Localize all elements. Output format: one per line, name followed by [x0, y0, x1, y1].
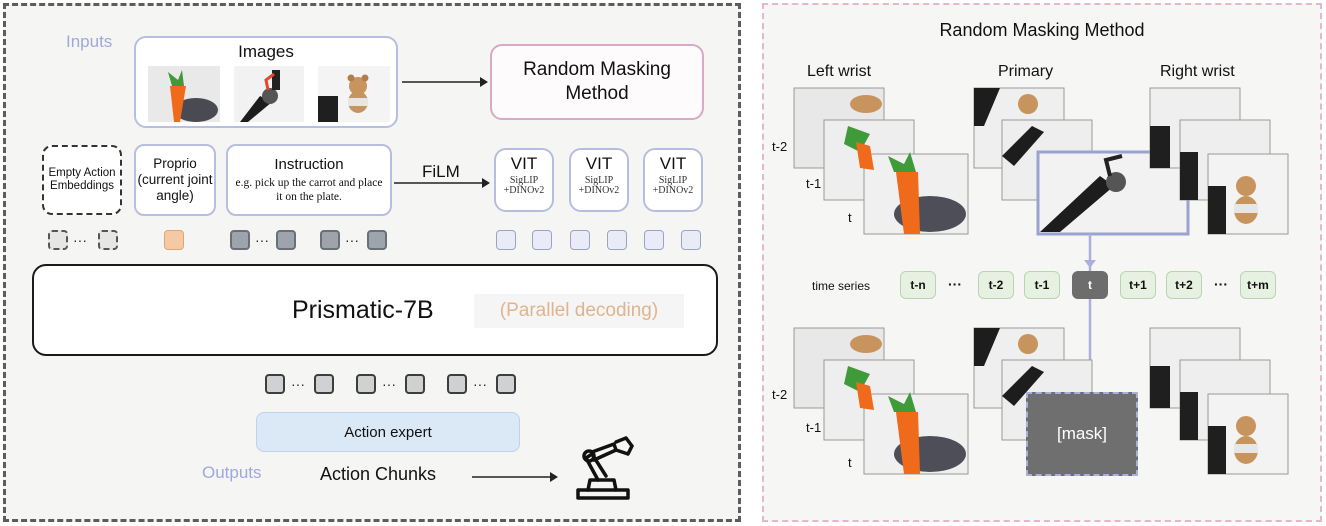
vit-title: VIT — [585, 154, 613, 173]
time-label-t-1: t-1 — [806, 420, 822, 435]
upper-frame-stack — [793, 87, 1289, 236]
instruction-example: e.g. pick up the carrot and place it on … — [235, 177, 383, 203]
outputs-label: Outputs — [202, 463, 262, 482]
vision-token — [681, 230, 701, 250]
film-arrow — [394, 178, 490, 188]
vit-subtitle: SigLIP +DINOv2 — [578, 175, 620, 196]
vision-token — [644, 230, 664, 250]
instruction-token — [320, 230, 340, 250]
prismatic-model-box: Prismatic-7B (Parallel decoding) — [32, 264, 718, 356]
proprio-token — [164, 230, 184, 250]
time-step: t-1 — [1024, 271, 1060, 299]
robot-arm-icon — [576, 436, 634, 500]
input-image-thumbnails — [148, 66, 390, 122]
random-masking-box: Random Masking Method — [490, 44, 704, 120]
mask-block: [mask] — [1026, 392, 1138, 476]
empty-action-token — [48, 230, 68, 250]
vit-block-1: VIT SigLIP +DINOv2 — [494, 148, 554, 212]
time-label-t: t — [848, 455, 852, 470]
time-step-ellipsis: ··· — [948, 276, 962, 292]
vision-token — [570, 230, 590, 250]
time-step: t+m — [1240, 271, 1276, 299]
inputs-label: Inputs — [66, 32, 113, 51]
action-chunks-label: Action Chunks — [320, 464, 437, 484]
output-token — [314, 374, 334, 394]
time-step: t+2 — [1166, 271, 1202, 299]
empty-action-token — [98, 230, 118, 250]
output-token — [265, 374, 285, 394]
empty-action-embeddings-box: Empty Action Embeddings — [42, 145, 122, 215]
model-name: Prismatic-7B — [292, 296, 434, 324]
output-token — [356, 374, 376, 394]
instruction-token — [367, 230, 387, 250]
instruction-token — [230, 230, 250, 250]
lower-frame-stack — [793, 327, 1289, 475]
time-label-t-2: t-2 — [772, 387, 788, 402]
images-box: Images — [134, 36, 398, 128]
token-ellipsis: ··· — [473, 376, 487, 392]
instruction-token — [276, 230, 296, 250]
vision-token — [496, 230, 516, 250]
proprio-box: Proprio (current joint angle) — [134, 144, 216, 216]
time-step: t+1 — [1120, 271, 1156, 299]
right-title: Random Masking Method — [939, 20, 1145, 40]
token-ellipsis: ··· — [73, 232, 87, 248]
time-step-ellipsis: ··· — [1214, 276, 1228, 292]
vision-token — [532, 230, 552, 250]
token-ellipsis: ··· — [382, 376, 396, 392]
vit-subtitle: SigLIP +DINOv2 — [652, 175, 694, 196]
vit-block-3: VIT SigLIP +DINOv2 — [643, 148, 703, 212]
output-token — [405, 374, 425, 394]
time-label-t: t — [848, 210, 852, 225]
vit-title: VIT — [510, 154, 538, 173]
output-token — [496, 374, 516, 394]
column-right-wrist: Right wrist — [1160, 63, 1235, 80]
instruction-box: Instruction e.g. pick up the carrot and … — [226, 144, 392, 216]
token-ellipsis: ··· — [291, 376, 305, 392]
time-step: t-n — [900, 271, 936, 299]
token-ellipsis: ··· — [345, 232, 359, 248]
time-series-label: time series — [812, 279, 871, 293]
vision-token — [607, 230, 627, 250]
vit-title: VIT — [659, 154, 687, 173]
action-chunks-arrow — [472, 472, 558, 482]
film-label: FiLM — [422, 162, 460, 181]
vit-subtitle: SigLIP +DINOv2 — [503, 175, 545, 196]
output-token — [447, 374, 467, 394]
token-ellipsis: ··· — [255, 232, 269, 248]
time-step-current: t — [1072, 271, 1108, 299]
vit-block-2: VIT SigLIP +DINOv2 — [569, 148, 629, 212]
time-label-t-1: t-1 — [806, 176, 822, 191]
arrow-to-masking — [402, 77, 488, 87]
images-label: Images — [238, 42, 294, 61]
column-left-wrist: Left wrist — [807, 63, 872, 80]
time-step: t-2 — [978, 271, 1014, 299]
parallel-decoding-label: (Parallel decoding) — [474, 294, 684, 328]
action-expert-box: Action expert — [256, 412, 520, 452]
instruction-title: Instruction — [274, 156, 344, 173]
column-primary: Primary — [998, 63, 1054, 80]
time-label-t-2: t-2 — [772, 139, 788, 154]
